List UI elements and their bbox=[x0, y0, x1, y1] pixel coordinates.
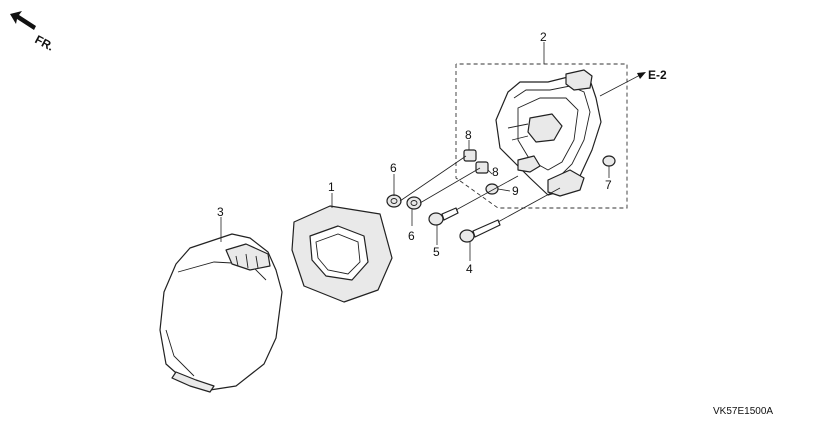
front-direction-arrow-icon bbox=[10, 11, 36, 30]
reference-label: E-2 bbox=[648, 68, 667, 82]
cover bbox=[159, 233, 283, 393]
bracket-assembly bbox=[495, 69, 602, 197]
nut-7 bbox=[602, 155, 616, 167]
callout-7: 7 bbox=[605, 178, 612, 192]
drawing-code: VK57E1500A bbox=[713, 406, 773, 417]
assembly-box-2 bbox=[455, 63, 628, 209]
callout-8-upper: 8 bbox=[465, 128, 472, 142]
callout-3: 3 bbox=[217, 205, 224, 219]
leader-lines bbox=[220, 42, 646, 261]
foam-pad bbox=[291, 205, 393, 303]
callout-2: 2 bbox=[540, 30, 547, 44]
collar-8-lower bbox=[475, 161, 489, 174]
callout-4: 4 bbox=[466, 262, 473, 276]
collar-8-upper bbox=[463, 149, 477, 162]
front-direction-label: FR. bbox=[33, 32, 57, 53]
screw-5 bbox=[428, 207, 459, 226]
callout-6-upper: 6 bbox=[390, 161, 397, 175]
callout-8-lower: 8 bbox=[492, 165, 499, 179]
callout-9: 9 bbox=[512, 184, 519, 198]
nut-6-upper bbox=[386, 194, 402, 208]
callout-6-lower: 6 bbox=[408, 229, 415, 243]
callout-5: 5 bbox=[433, 245, 440, 259]
callout-1: 1 bbox=[328, 180, 335, 194]
bolt-4 bbox=[459, 219, 501, 243]
nut-6-lower bbox=[406, 196, 422, 210]
reference-arrowhead-icon bbox=[637, 72, 646, 79]
